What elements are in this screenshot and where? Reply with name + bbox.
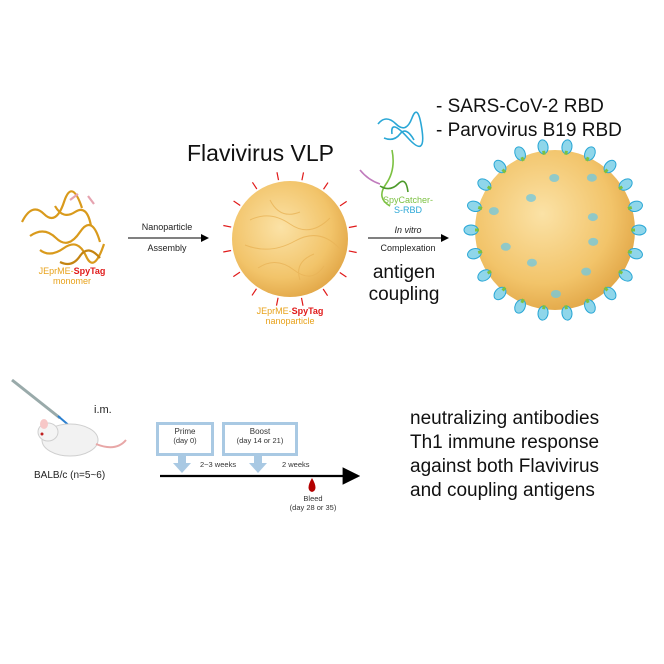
spycatcher-linker [488,187,491,189]
spycatcher-linker [544,305,545,309]
coupling-line1: antigen [369,262,440,284]
rbd-blob-surface [526,194,536,202]
prime-label: Prime [159,427,211,436]
nanoparticle-label: JEprME-SpyTag nanoparticle [257,306,324,326]
result-line-1: neutralizing antibodies [410,408,599,430]
spytag-spike [349,251,357,253]
bleed-day: (day 28 or 35) [290,503,337,512]
spytag-spike [223,250,231,252]
step2-line2: Complexation [380,243,435,253]
spycatcher-linker [544,151,545,155]
step2-line1: In vitro [394,225,421,235]
spycatcher-linker [522,157,524,161]
spycatcher-linker [619,187,622,189]
step1-line2: Assembly [147,243,186,253]
rbd-blob-surface [549,174,559,182]
spycatcher-linker [628,251,632,252]
spycatcher-linker [587,157,589,161]
rbd-blob-surface [581,268,591,276]
spycatcher-linker [566,151,567,155]
spycatcher-linker [522,299,524,303]
spytag-spike [233,272,240,276]
result-line-4: and coupling antigens [410,480,595,502]
spycatcher-linker [628,207,632,208]
decorated-particle-icon [464,139,646,321]
rbd-blob-surface [588,238,598,246]
interval2-label: 2 weeks [282,460,310,469]
spycatcher-linker [587,299,589,303]
result-line-3: against both Flavivirus [410,456,599,478]
spycatcher-linker [503,170,506,173]
spycatcher-linker [478,251,482,252]
catcher-label: SpyCatcher- S-RBD [383,195,433,215]
title: Flavivirus VLP [187,140,334,167]
mouse-label: BALB/c (n=5~6) [34,470,105,481]
boost-label: Boost [225,427,295,436]
spytag-spike [323,289,327,296]
bleed-label: Bleed (day 28 or 35) [290,494,337,512]
boost-arrow-icon [249,455,267,473]
monomer-name-part2: SpyTag [74,266,106,276]
prime-box: Prime (day 0) [156,422,214,456]
spycatcher-linker [566,305,567,309]
boost-day: (day 14 or 21) [225,436,295,445]
spytag-spike [234,201,241,205]
spycatcher-linker [605,170,608,173]
spytag-spike [252,289,256,296]
spytag-spike [277,172,279,180]
spycatcher-rbd-structure-icon [360,112,423,206]
blood-drop-icon [309,478,316,492]
result-line-2: Th1 immune response [410,432,599,454]
antigen-item-1: - SARS-CoV-2 RBD [436,96,604,118]
spycatcher-linker [619,271,622,273]
spytag-spike [324,183,328,190]
rbd-blob-surface [587,174,597,182]
antigen-item-2: - Parvovirus B19 RBD [436,120,622,142]
monomer-name-part1: JEprME- [39,266,74,276]
spycatcher-linker [478,207,482,208]
spytag-spike [252,182,256,189]
rbd-blob-surface [588,213,598,221]
mouse-syringe-icon [12,380,126,456]
catcher-line1: SpyCatcher- [383,195,433,205]
nanoparticle-name-part2: SpyTag [292,306,324,316]
catcher-line2: S-RBD [383,205,433,215]
rbd-blob-surface [551,290,561,298]
nanoparticle-name-part3: nanoparticle [257,316,324,326]
interval1-label: 2~3 weeks [200,460,236,469]
route-label: i.m. [94,404,112,416]
spytag-spike [301,298,303,306]
spytag-spike [302,172,304,180]
nanoparticle-name-part1: JEprME- [257,306,292,316]
spytag-spike [349,226,357,228]
rbd-blob-surface [489,207,499,215]
spycatcher-linker [503,287,506,290]
rbd-blob-surface [527,259,537,267]
spytag-spike [340,201,347,205]
prime-day: (day 0) [159,436,211,445]
monomer-label: JEprME-SpyTag monomer [39,266,106,286]
spycatcher-linker [605,287,608,290]
spytag-spike [276,298,278,306]
boost-box: Boost (day 14 or 21) [222,422,298,456]
step1-line1: Nanoparticle [142,222,193,232]
spytag-spike [223,225,231,227]
spytag-spike [340,273,347,277]
monomer-name-part3: monomer [39,276,106,286]
antigen-coupling-label: antigen coupling [369,262,440,306]
rbd-blob-surface [501,243,511,251]
monomer-structure-icon [22,191,104,264]
prime-arrow-icon [173,455,191,473]
coupling-line2: coupling [369,284,440,306]
spycatcher-linker [488,271,491,273]
nanoparticle-icon [223,172,356,305]
bleed-text: Bleed [290,494,337,503]
